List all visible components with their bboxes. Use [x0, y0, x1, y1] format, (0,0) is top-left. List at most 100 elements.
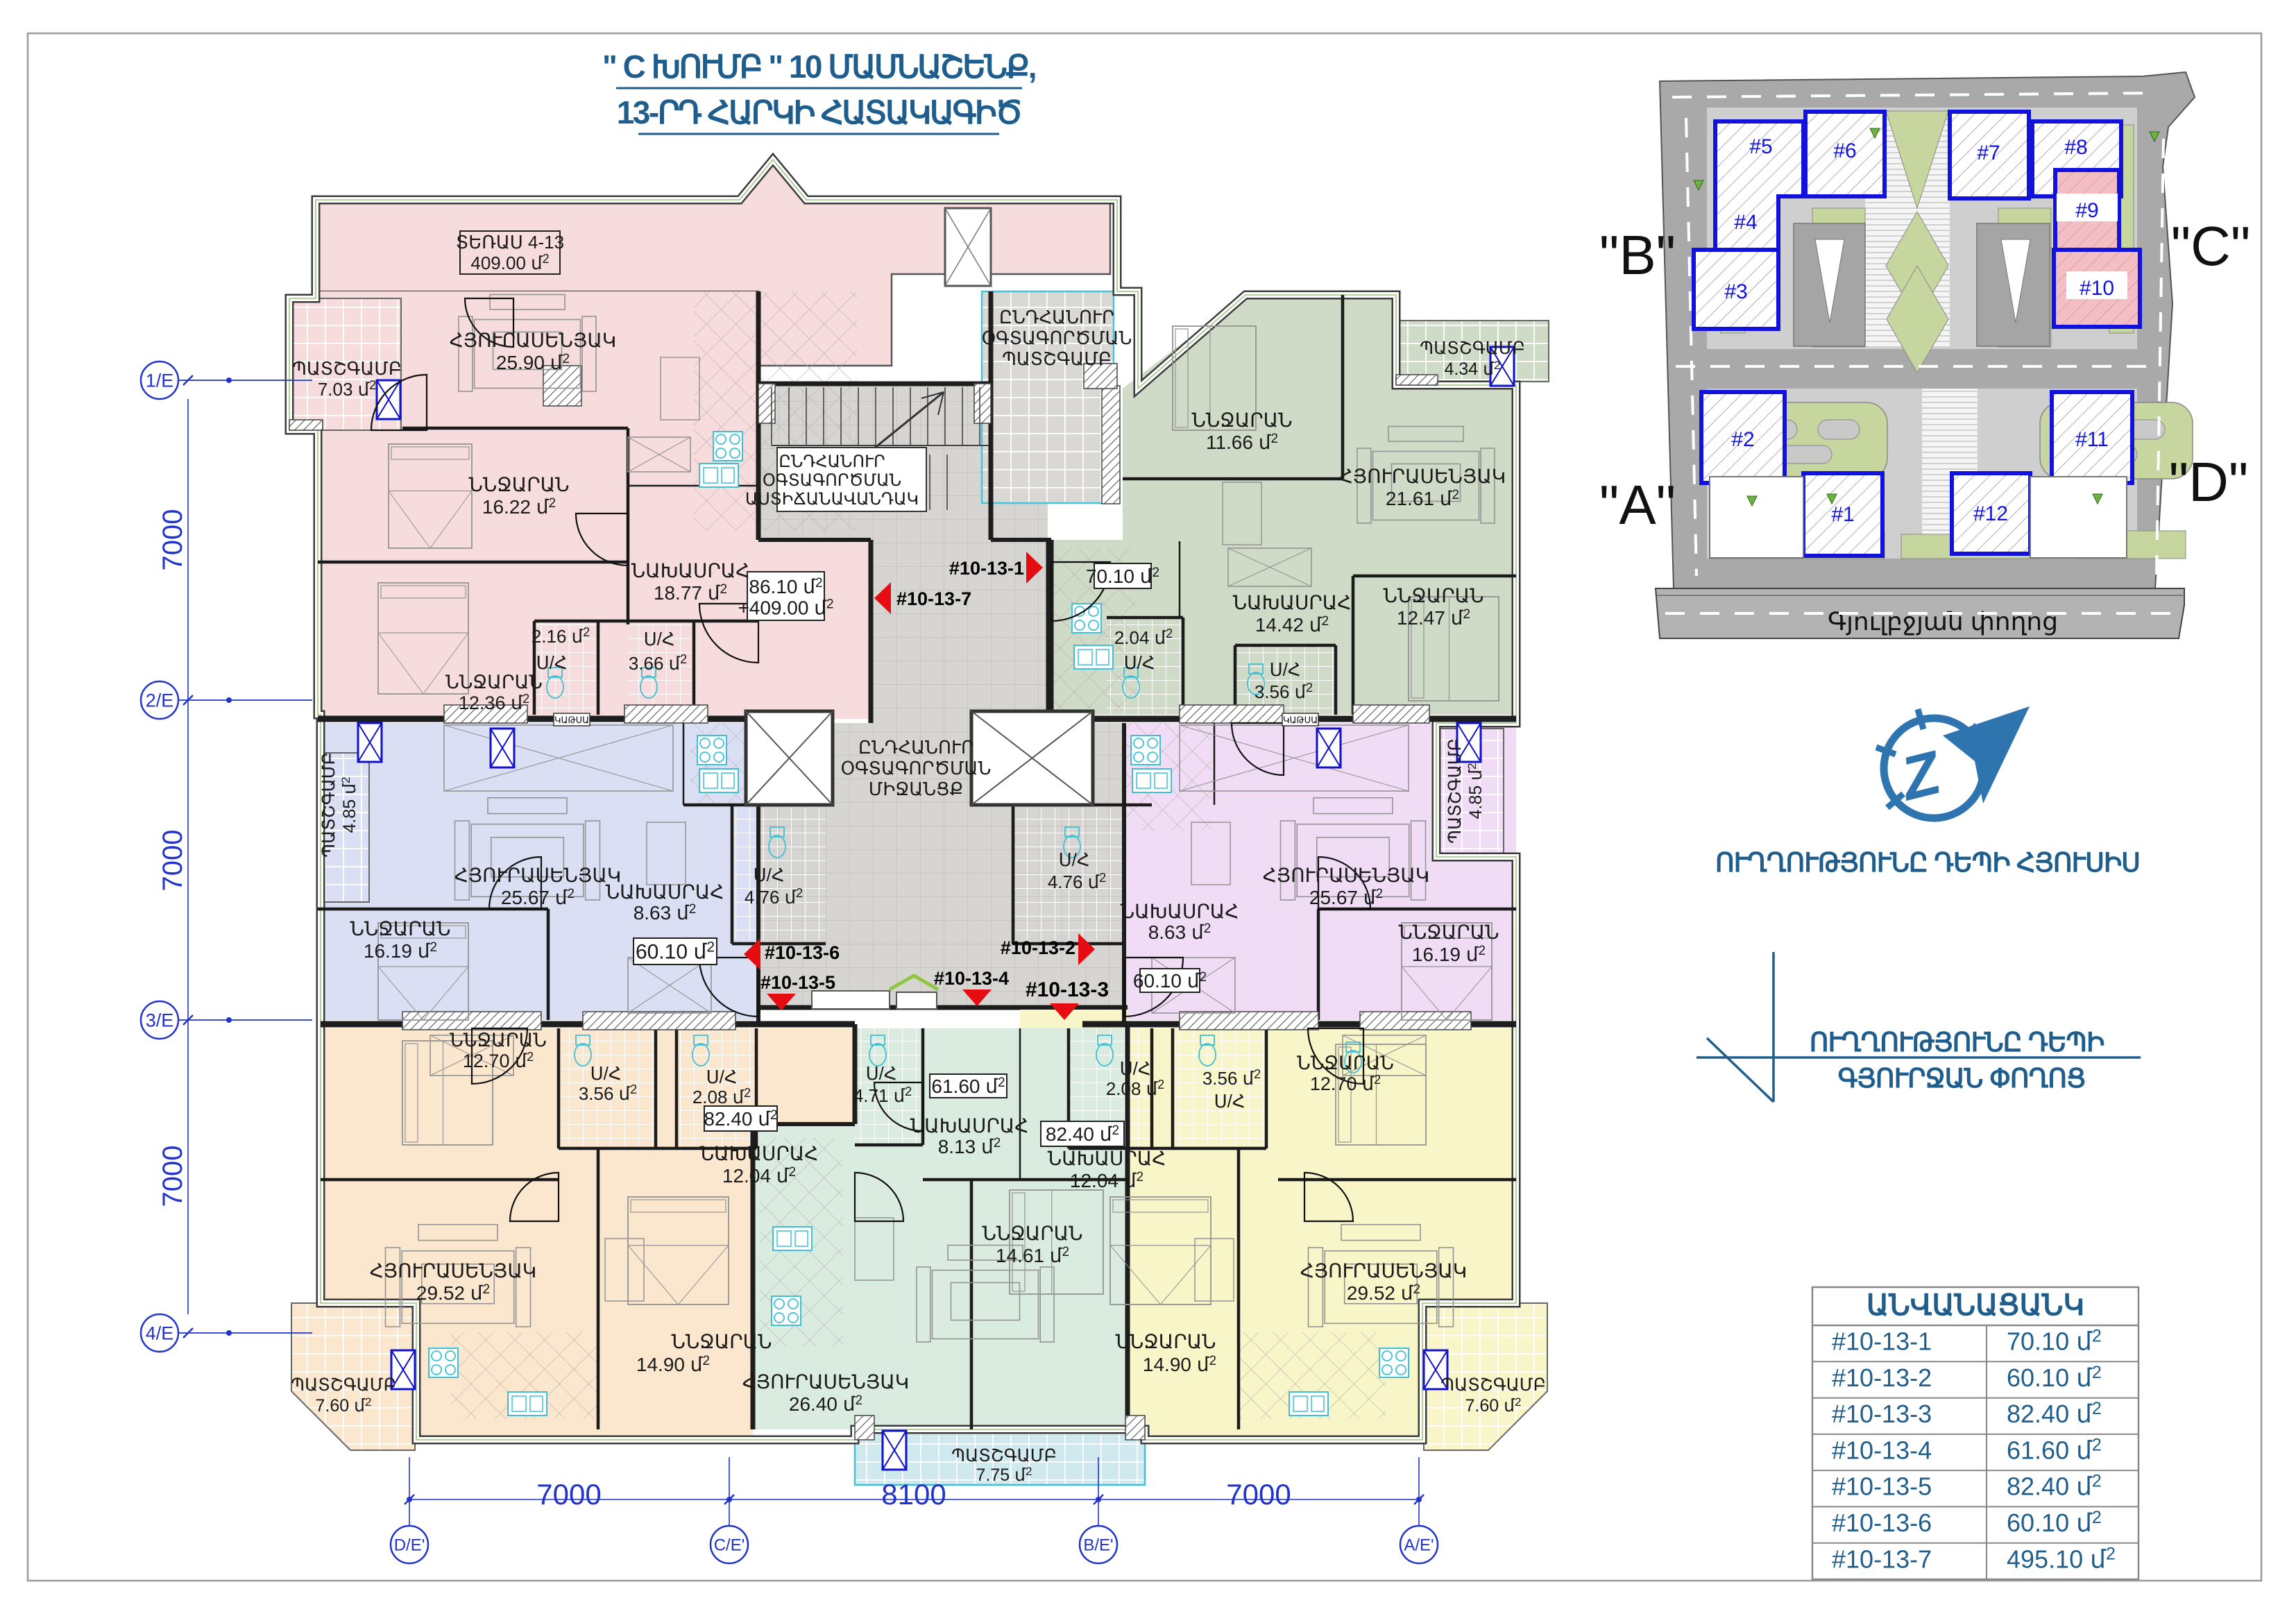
- svg-text:ՄԻՋԱՆՑՔ: ՄԻՋԱՆՑՔ: [869, 779, 963, 799]
- svg-text:495.10 մ2: 495.10 մ2: [2007, 1544, 2116, 1573]
- svg-text:25.67 մ2: 25.67 մ2: [501, 887, 575, 908]
- svg-text:ՊԱՏՇԳԱՄԲ: ՊԱՏՇԳԱՄԲ: [951, 1446, 1057, 1465]
- svg-text:70.10 մ2: 70.10 մ2: [1086, 566, 1159, 587]
- svg-text:14.90 մ2: 14.90 մ2: [1143, 1354, 1216, 1375]
- svg-text:ԱՆՎԱՆԱՑԱՆԿ: ԱՆՎԱՆԱՑԱՆԿ: [1866, 1289, 2084, 1321]
- svg-text:#10-13-7: #10-13-7: [896, 588, 971, 609]
- svg-text:#10-13-2: #10-13-2: [1001, 937, 1075, 958]
- svg-text:#10-13-7: #10-13-7: [1832, 1545, 1932, 1573]
- svg-text:ՕԳՏԱԳՈՐԾՄԱՆ: ՕԳՏԱԳՈՐԾՄԱՆ: [763, 471, 901, 490]
- svg-text:#11: #11: [2075, 428, 2109, 451]
- svg-text:12.47 մ2: 12.47 մ2: [1397, 607, 1470, 629]
- svg-text:25.90 մ2: 25.90 մ2: [496, 352, 570, 373]
- svg-text:#10-13-1: #10-13-1: [1832, 1327, 1932, 1356]
- svg-text:82.40 մ2: 82.40 մ2: [1046, 1123, 1119, 1145]
- svg-text:ՆՆՋԱՐԱՆ: ՆՆՋԱՐԱՆ: [671, 1331, 772, 1352]
- svg-text:ՈՒՂՂՈՒԹՅՈՒՆԸ ԴԵՊԻ: ՈՒՂՂՈՒԹՅՈՒՆԸ ԴԵՊԻ: [1810, 1028, 2104, 1057]
- svg-text:Ս/Հ: Ս/Հ: [754, 865, 785, 885]
- svg-text:ՆՆՋԱՐԱՆ: ՆՆՋԱՐԱՆ: [1297, 1053, 1394, 1073]
- svg-text:14.61 մ2: 14.61 մ2: [996, 1245, 1069, 1266]
- svg-text:8.63 մ2: 8.63 մ2: [1148, 921, 1211, 943]
- svg-text:" C ԽՈՒՄԲ " 10 ՄԱՍՆԱՇԵՆՔ,: " C ԽՈՒՄԲ " 10 ՄԱՍՆԱՇԵՆՔ,: [602, 49, 1035, 85]
- svg-text:ՀՅՈՒՐԱՍԵՆՅԱԿ: ՀՅՈՒՐԱՍԵՆՅԱԿ: [370, 1260, 537, 1282]
- svg-text:61.60 մ2: 61.60 մ2: [931, 1076, 1005, 1097]
- svg-text:ՊԱՏՇԳԱՄԲ: ՊԱՏՇԳԱՄԲ: [291, 1375, 396, 1395]
- svg-text:ՀՅՈՒՐԱՍԵՆՅԱԿ: ՀՅՈՒՐԱՍԵՆՅԱԿ: [454, 865, 622, 886]
- svg-text:60.10 մ2: 60.10 մ2: [2007, 1363, 2102, 1392]
- svg-text:ՊԱՏՇԳԱՄԲ: ՊԱՏՇԳԱՄԲ: [1440, 1375, 1546, 1395]
- svg-text:"C": "C": [2171, 215, 2251, 277]
- svg-text:#4: #4: [1734, 211, 1757, 234]
- svg-text:Ս/Հ: Ս/Հ: [1124, 652, 1155, 673]
- svg-text:8.63 մ2: 8.63 մ2: [633, 902, 697, 924]
- svg-text:29.52 մ2: 29.52 մ2: [416, 1282, 490, 1304]
- svg-text:7000: 7000: [536, 1478, 601, 1511]
- svg-text:ՕԳՏԱԳՈՐԾՄԱՆ: ՕԳՏԱԳՈՐԾՄԱՆ: [982, 328, 1132, 348]
- svg-text:Ս/Հ: Ս/Հ: [1270, 659, 1301, 680]
- svg-text:7000: 7000: [158, 509, 188, 571]
- svg-text:82.40 մ2: 82.40 մ2: [2007, 1399, 2102, 1428]
- svg-text:60.10 մ2: 60.10 մ2: [2007, 1508, 2102, 1537]
- svg-text:#10-13-5: #10-13-5: [760, 972, 835, 993]
- svg-text:7000: 7000: [158, 830, 188, 892]
- svg-text:3/E: 3/E: [146, 1010, 174, 1031]
- svg-text:#10-13-6: #10-13-6: [1832, 1509, 1932, 1537]
- svg-text:4.76 մ2: 4.76 մ2: [1048, 871, 1106, 892]
- svg-text:21.61 մ2: 21.61 մ2: [1386, 488, 1459, 509]
- svg-text:ԱՍՏԻՃԱՆԱՎԱՆԴԱԿ: ԱՍՏԻՃԱՆԱՎԱՆԴԱԿ: [745, 490, 919, 509]
- svg-text:ՊԱՏՇԳԱՄԲ: ՊԱՏՇԳԱՄԲ: [1445, 738, 1465, 844]
- svg-text:#5: #5: [1749, 135, 1772, 158]
- svg-text:2.16 մ2: 2.16 մ2: [532, 625, 590, 647]
- svg-text:#10-13-6: #10-13-6: [765, 942, 840, 963]
- svg-text:#1: #1: [1831, 503, 1854, 526]
- svg-text:ՀՅՈՒՐԱՍԵՆՅԱԿ: ՀՅՈՒՐԱՍԵՆՅԱԿ: [742, 1371, 910, 1393]
- svg-text:ՀՅՈՒՐԱՍԵՆՅԱԿ: ՀՅՈՒՐԱՍԵՆՅԱԿ: [1263, 865, 1430, 886]
- svg-text:4.34 մ2: 4.34 մ2: [1445, 359, 1501, 379]
- svg-text:#10-13-3: #10-13-3: [1026, 978, 1109, 1001]
- svg-text:#2: #2: [1731, 428, 1754, 451]
- svg-text:7000: 7000: [158, 1146, 188, 1207]
- svg-text:ՆԱԽԱՍՐԱՀ: ՆԱԽԱՍՐԱՀ: [606, 881, 724, 903]
- svg-text:#10-13-5: #10-13-5: [1832, 1472, 1932, 1501]
- svg-text:8100: 8100: [881, 1478, 946, 1511]
- svg-text:13-ՐԴ ՀԱՐԿԻ ՀԱՏԱԿԱԳԻԾ: 13-ՐԴ ՀԱՐԿԻ ՀԱՏԱԿԱԳԻԾ: [617, 94, 1021, 130]
- svg-text:ՆՆՋԱՐԱՆ: ՆՆՋԱՐԱՆ: [450, 1030, 547, 1051]
- svg-text:A/E': A/E': [1404, 1536, 1434, 1555]
- svg-text:ՆՆՋԱՐԱՆ: ՆՆՋԱՐԱՆ: [1191, 409, 1292, 431]
- svg-text:#8: #8: [2064, 136, 2087, 159]
- svg-text:70.10 մ2: 70.10 մ2: [2007, 1327, 2102, 1356]
- svg-text:ՆԱԽԱՍՐԱՀ: ՆԱԽԱՍՐԱՀ: [910, 1115, 1029, 1137]
- svg-text:2.08 մ2: 2.08 մ2: [692, 1086, 751, 1107]
- svg-text:Ս/Հ: Ս/Հ: [1059, 849, 1090, 870]
- svg-text:11.66 մ2: 11.66 մ2: [1206, 432, 1278, 453]
- svg-text:4.85 մ2: 4.85 մ2: [339, 777, 359, 833]
- svg-text:4.85 մ2: 4.85 մ2: [1465, 763, 1486, 819]
- svg-text:ՆՆՋԱՐԱՆ: ՆՆՋԱՐԱՆ: [1383, 585, 1483, 606]
- svg-text:16.22 մ2: 16.22 մ2: [482, 496, 556, 518]
- svg-text:60.10 մ2: 60.10 մ2: [1133, 970, 1207, 992]
- svg-text:B/E': B/E': [1083, 1536, 1113, 1555]
- svg-text:ՊԱՏՇԳԱՄԲ: ՊԱՏՇԳԱՄԲ: [1002, 348, 1112, 369]
- svg-text:18.77 մ2: 18.77 մ2: [654, 582, 727, 604]
- svg-text:"A": "A": [1599, 474, 1676, 536]
- svg-text:ՆՆՋԱՐԱՆ: ՆՆՋԱՐԱՆ: [1398, 921, 1499, 943]
- svg-text:2.04 մ2: 2.04 մ2: [1114, 627, 1173, 648]
- svg-text:7.75 մ2: 7.75 մ2: [976, 1465, 1032, 1485]
- svg-text:Ս/Հ: Ս/Հ: [866, 1063, 897, 1084]
- svg-text:ՊԱՏՇԳԱՄԲ: ՊԱՏՇԳԱՄԲ: [1420, 339, 1525, 358]
- svg-text:ԸՆԴՀԱՆՈՒՐ: ԸՆԴՀԱՆՈՒՐ: [999, 307, 1114, 328]
- svg-text:ՊԱՏՇԳԱՄԲ: ՊԱՏՇԳԱՄԲ: [292, 358, 402, 379]
- svg-text:60.10 մ2: 60.10 մ2: [636, 940, 715, 964]
- svg-text:1/E: 1/E: [146, 371, 174, 391]
- svg-text:12.70 մ2: 12.70 մ2: [1310, 1073, 1381, 1094]
- svg-text:ՆՆՋԱՐԱՆ: ՆՆՋԱՐԱՆ: [350, 918, 450, 940]
- svg-text:7.03 մ2: 7.03 մ2: [318, 378, 376, 400]
- svg-text:ՀՅՈՒՐԱՍԵՆՅԱԿ: ՀՅՈՒՐԱՍԵՆՅԱԿ: [1300, 1260, 1468, 1282]
- svg-text:2.08 մ2: 2.08 մ2: [1106, 1078, 1164, 1099]
- svg-text:ՆՆՋԱՐԱՆ: ՆՆՋԱՐԱՆ: [982, 1223, 1082, 1244]
- svg-text:4.76 մ2: 4.76 մ2: [745, 886, 803, 908]
- svg-text:#10-13-1: #10-13-1: [949, 558, 1024, 579]
- svg-text:Գյուլբջյան փողոց: Գյուլբջյան փողոց: [1828, 607, 2058, 636]
- svg-text:#6: #6: [1833, 139, 1856, 162]
- svg-text:"D": "D": [2169, 451, 2249, 513]
